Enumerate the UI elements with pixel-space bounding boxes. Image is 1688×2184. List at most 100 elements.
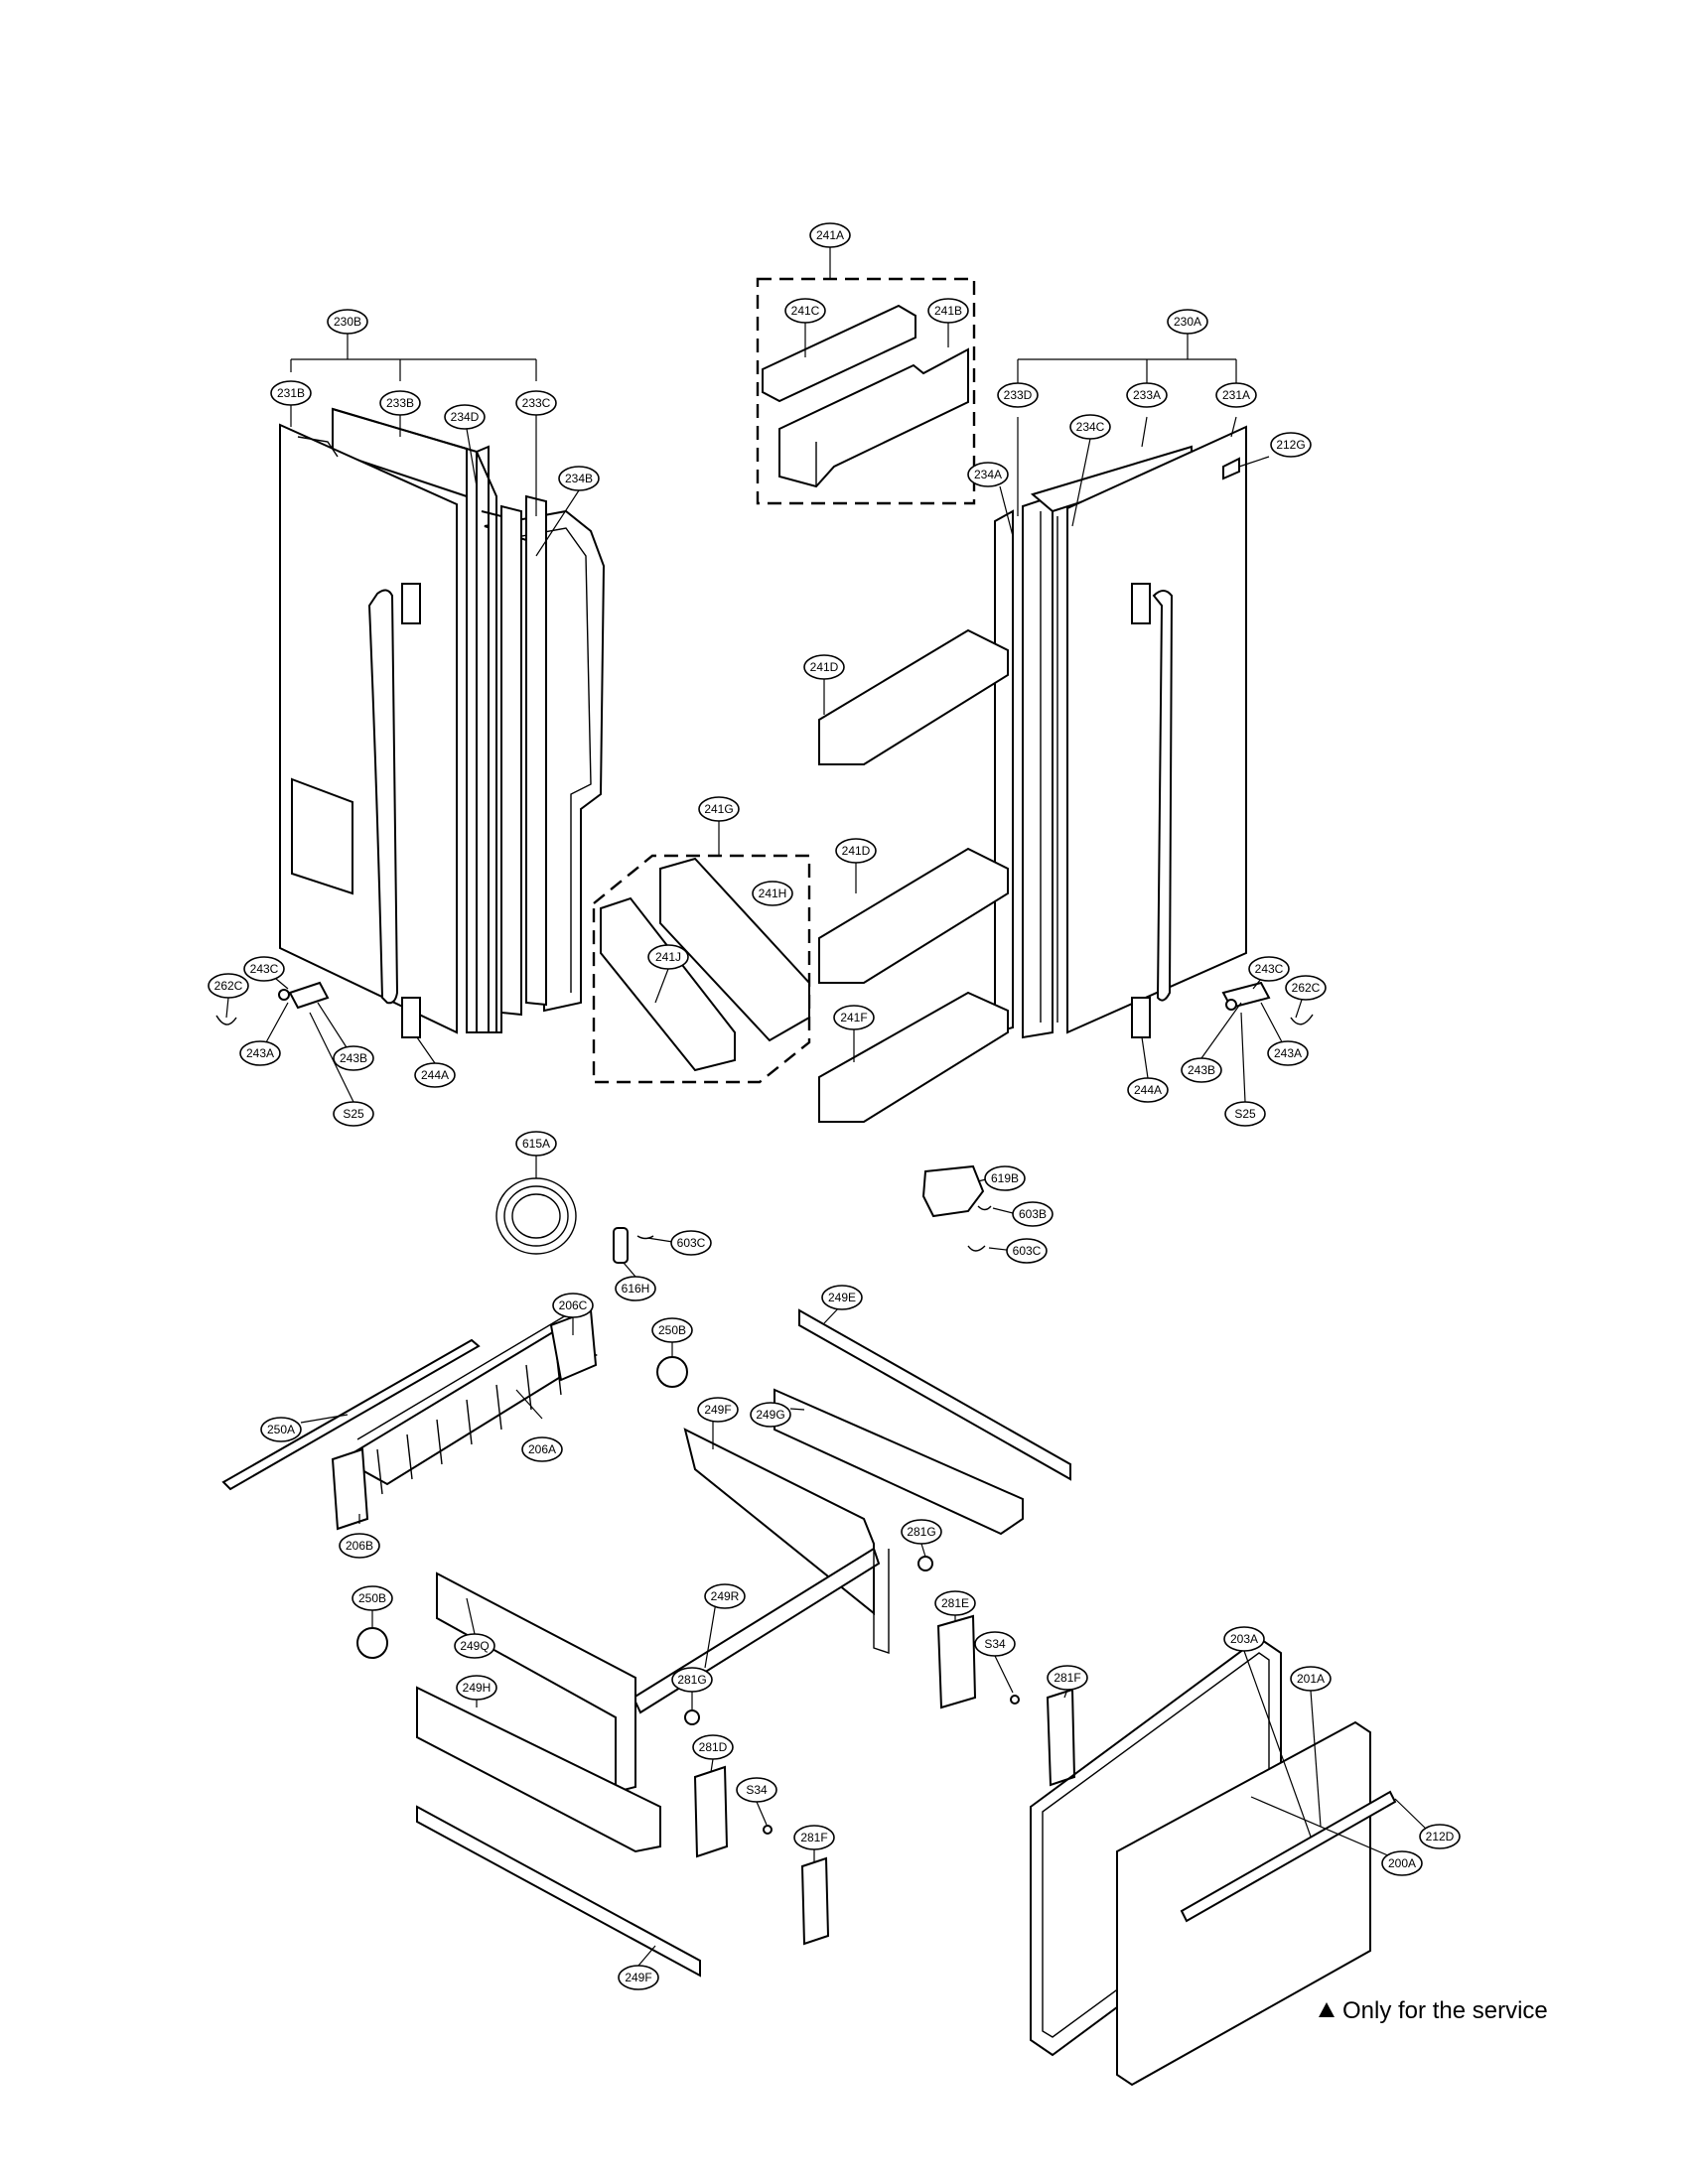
svg-text:241G: 241G [704,802,733,816]
callout-233D: 233D [997,382,1039,408]
bin-kit-241G-parts [600,857,810,1072]
nut-281G-lower [684,1709,700,1725]
callout-212G: 212G [1270,432,1312,458]
kit-241G-box [592,854,811,1084]
callout-203A: 203A [1223,1626,1265,1652]
callout-281D: 281D [692,1734,734,1760]
callout-244A-left: 244A [414,1062,456,1088]
left-door-gasket-inner [500,504,522,1017]
callout-243B-right: 243B [1181,1057,1222,1083]
freezer-door-panel-201A [1116,1720,1371,2087]
svg-text:212G: 212G [1276,438,1305,452]
callouts: 241A 241C 241B 230B 231B 233B 234D 233C … [208,222,1461,1990]
svg-text:250B: 250B [358,1591,386,1605]
gear-250B-lower [356,1627,388,1659]
rail-249E [798,1308,1071,1481]
svg-text:243A: 243A [246,1046,274,1060]
right-lower-hinge-bracket [1131,997,1151,1038]
callout-231A: 231A [1215,382,1257,408]
callout-615A: 615A [515,1131,557,1157]
left-upper-hinge-bracket [401,583,421,624]
svg-text:615A: 615A [522,1137,550,1151]
callout-206B: 206B [339,1533,380,1559]
door-bin-241D-lower [818,847,1009,984]
callout-201A: 201A [1290,1666,1332,1692]
svg-text:230A: 230A [1174,315,1201,329]
callout-S25-left: S25 [333,1101,374,1127]
callout-243B-left: 243B [333,1045,374,1071]
svg-text:281F: 281F [800,1831,827,1844]
svg-text:200A: 200A [1388,1856,1416,1870]
svg-text:603B: 603B [1019,1207,1047,1221]
svg-text:203A: 203A [1230,1632,1258,1646]
svg-text:S34: S34 [746,1783,768,1797]
svg-text:262C: 262C [1292,981,1321,995]
svg-text:233C: 233C [522,396,551,410]
bin-241H [659,857,810,1042]
svg-text:234C: 234C [1076,420,1105,434]
svg-text:241H: 241H [759,887,787,900]
water-fitting-616H [613,1227,629,1264]
left-lower-hinge [288,981,330,1010]
left-door-gasket-outer [525,494,547,1007]
svg-text:233A: 233A [1133,388,1161,402]
callout-212D: 212D [1419,1824,1461,1849]
svg-text:281G: 281G [677,1673,706,1687]
door-bins [818,628,1009,1123]
callout-230A: 230A [1167,309,1208,335]
callout-249Q: 249Q [454,1633,495,1659]
cover-281E [936,1614,977,1709]
callout-244A-right: 244A [1127,1077,1169,1103]
callout-249F-lower: 249F [618,1965,659,1990]
callout-243C-left: 243C [243,956,285,982]
left-lower-hinge-bracket [401,997,421,1038]
svg-text:241J: 241J [655,950,681,964]
svg-text:206A: 206A [528,1442,556,1456]
water-line-parts [495,1164,992,1264]
callout-250B-upper: 250B [651,1317,693,1343]
svg-text:206B: 206B [346,1539,373,1553]
callout-249H: 249H [456,1675,497,1701]
callout-234C: 234C [1069,414,1111,440]
callout-262C-right: 262C [1285,975,1327,1001]
gear-250B-upper [656,1356,688,1388]
callout-281E: 281E [934,1590,976,1616]
callout-230B: 230B [327,309,368,335]
triangle-marker-icon [1319,2002,1335,2017]
svg-text:233D: 233D [1004,388,1033,402]
bin-241J [600,896,736,1072]
callout-S34-lower: S34 [736,1777,777,1803]
callout-241B: 241B [927,298,969,324]
water-tube-coil [495,1177,577,1255]
svg-text:249H: 249H [463,1681,492,1695]
left-door-handle [367,589,399,1005]
freezer-door-handle-212D [1180,1790,1397,1923]
callout-241C: 241C [784,298,826,324]
left-door-assembly [215,407,606,1038]
callout-262C-left: 262C [208,973,249,999]
callout-200A: 200A [1381,1850,1423,1876]
svg-text:241A: 241A [816,228,844,242]
callout-234D: 234D [444,404,486,430]
callout-281F-upper: 281F [1047,1665,1088,1691]
callout-281F-lower: 281F [793,1825,835,1850]
left-door-panel [279,423,458,1034]
callout-281G-lower: 281G [671,1667,713,1693]
bin-kit-241A-parts [762,304,969,488]
end-cap-206B [331,1447,369,1531]
svg-text:244A: 244A [1134,1083,1162,1097]
cover-281D [693,1765,729,1858]
rail-249H [416,1686,661,1853]
svg-text:249G: 249G [756,1408,784,1422]
service-note-text: Only for the service [1342,1997,1548,2024]
svg-text:281G: 281G [907,1525,935,1539]
svg-text:603C: 603C [1013,1244,1042,1258]
callout-249E: 249E [821,1285,863,1310]
callout-249R: 249R [704,1583,746,1609]
svg-text:S34: S34 [984,1637,1006,1651]
freezer-rail-parts [221,1308,1076,1978]
callout-241F: 241F [833,1005,875,1030]
svg-text:249E: 249E [828,1291,856,1304]
callout-603C-right: 603C [1006,1238,1048,1264]
water-valve-619B [921,1164,985,1218]
